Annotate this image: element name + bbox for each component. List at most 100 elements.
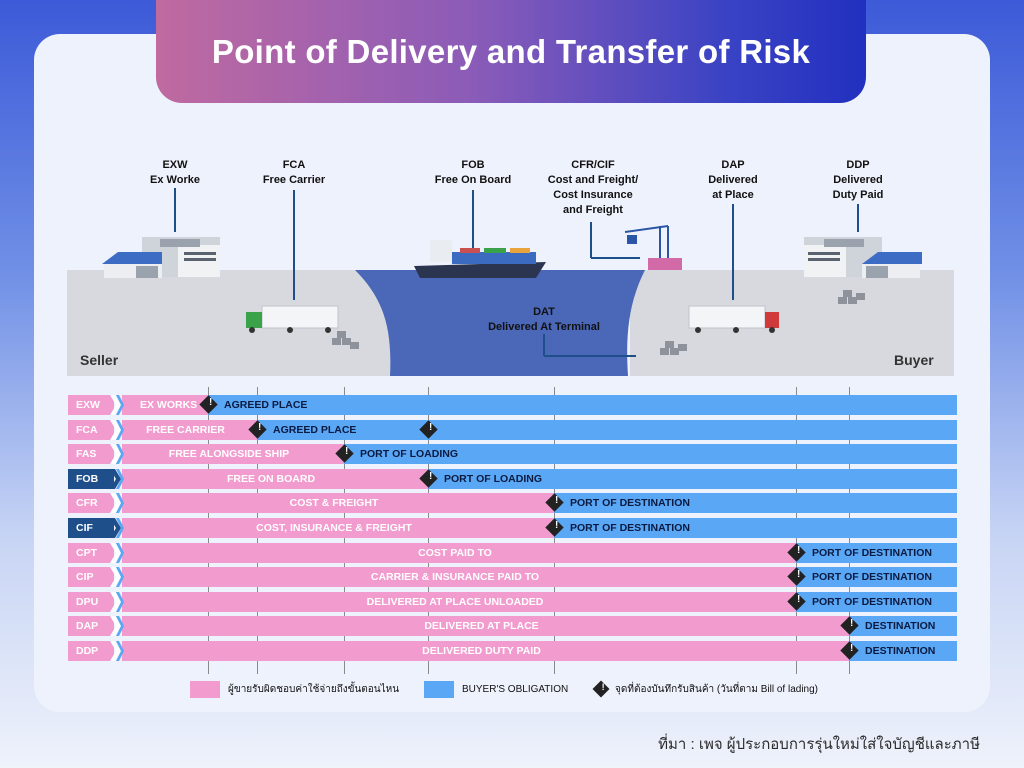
term-row-dap: DELIVERED AT PLACE DESTINATION DAP (68, 616, 957, 637)
chevron-right-icon (110, 591, 124, 612)
seller-label: Seller (80, 352, 119, 368)
page-title: Point of Delivery and Transfer of Risk (211, 32, 811, 70)
land-right (630, 270, 954, 376)
seller-obligation-bar (122, 493, 554, 514)
legend-buyer-label: BUYER'S OBLIGATION (462, 683, 569, 695)
term-row-cif: COST, INSURANCE & FREIGHT PORT OF DESTINA… (68, 518, 957, 538)
seller-obligation-bar (122, 395, 208, 415)
seller-truck-icon (246, 305, 339, 333)
buyer-obligation-label: PORT OF DESTINATION (812, 595, 932, 608)
buyer-obligation-bar (122, 419, 957, 440)
source-credit: ที่มา : เพจ ผู้ประกอบการรุ่นใหม่ใส่ใจบัญ… (658, 736, 980, 753)
seller-obligation-bar (122, 641, 849, 661)
chevron-right-icon (110, 419, 124, 440)
container-pile (648, 258, 682, 270)
legend-buyer-swatch (424, 680, 454, 698)
buyer-obligation-label: AGREED PLACE (273, 423, 357, 436)
buyer-label: Buyer (894, 352, 934, 368)
seller-obligation-label: CARRIER & INSURANCE PAID TO (370, 571, 540, 584)
seller-obligation-label: DELIVERED AT PLACE UNLOADED (366, 595, 544, 608)
buyer-obligation-label: PORT OF DESTINATION (570, 522, 690, 534)
seller-obligation-bar (122, 468, 428, 489)
buyer-warehouse-icon (804, 237, 922, 278)
buyer-obligation-label: PORT OF DESTINATION (570, 497, 690, 510)
term-row-ddp: DELIVERED DUTY PAID DESTINATION DDP (68, 641, 957, 661)
term-code: DAP (68, 616, 114, 637)
buyer-obligation-label: PORT OF LOADING (444, 472, 542, 485)
term-row-cpt: COST PAID TO PORT OF DESTINATION CPT (68, 542, 957, 563)
chevron-right-icon (110, 542, 124, 563)
seller-obligation-label: COST & FREIGHT (289, 497, 379, 510)
seller-obligation-bar (122, 567, 796, 588)
seller-obligation-label: FREE CARRIER (146, 423, 225, 436)
seller-obligation-label: COST PAID TO (418, 546, 492, 559)
term-row-exw: EX WORKS AGREED PLACE EXW (68, 395, 957, 415)
seller-obligation-label: COST, INSURANCE & FREIGHT (256, 522, 412, 534)
legend-buyer: BUYER'S OBLIGATION (424, 680, 568, 698)
term-row-cip: CARRIER & INSURANCE PAID TO PORT OF DESTI… (68, 567, 957, 588)
legend-risk-label: จุดที่ต้องบันทึกรับสินค้า (วันที่ตาม Bil… (615, 683, 819, 695)
chevron-right-icon (110, 641, 124, 661)
seller-obligation-bar (122, 444, 344, 465)
term-code: DDP (68, 641, 114, 661)
buyer-obligation-label: AGREED PLACE (224, 399, 308, 411)
cargo-ship-icon (414, 240, 546, 278)
seller-obligation-label: FREE ALONGSIDE SHIP (168, 448, 290, 461)
term-code: FAS (68, 444, 114, 465)
seller-obligation-bar (122, 616, 849, 637)
term-code: DPU (68, 591, 114, 612)
term-code: EXW (68, 395, 114, 415)
sea (355, 270, 645, 376)
seller-obligation-label: DELIVERED DUTY PAID (422, 645, 541, 657)
term-code: FCA (68, 419, 114, 440)
chevron-right-icon (110, 444, 124, 465)
port-crane-icon (624, 225, 669, 262)
legend-seller: ผู้ขายรับผิดชอบค่าใช้จ่ายถึงขั้นตอนไหน (190, 680, 399, 698)
term-code: CIP (68, 567, 114, 588)
term-code: CFR (68, 493, 114, 514)
seller-obligation-bar (122, 542, 796, 563)
seller-obligation-bar (122, 419, 257, 440)
legend-seller-label: ผู้ขายรับผิดชอบค่าใช้จ่ายถึงขั้นตอนไหน (228, 683, 400, 695)
title-banner: Point of Delivery and Transfer of Risk (156, 0, 866, 103)
chevron-right-icon (110, 493, 124, 514)
seller-obligation-label: DELIVERED AT PLACE (424, 620, 539, 633)
chevron-right-icon (110, 468, 124, 489)
term-row-dpu: DELIVERED AT PLACE UNLOADED PORT OF DESTI… (68, 591, 957, 612)
seller-obligation-label: EX WORKS (140, 399, 198, 411)
term-code: CPT (68, 542, 114, 563)
legend-risk: จุดที่ต้องบันทึกรับสินค้า (วันที่ตาม Bil… (592, 680, 818, 698)
chevron-right-icon (110, 518, 124, 538)
term-code: FOB (68, 468, 114, 489)
buyer-truck-icon (688, 305, 779, 333)
seller-obligation-bar (122, 518, 554, 538)
chevron-right-icon (110, 567, 124, 588)
legend-seller-swatch (190, 680, 220, 698)
buyer-obligation-label: DESTINATION (865, 645, 936, 657)
buyer-obligation-bar (122, 395, 957, 415)
seller-warehouse-icon (102, 237, 220, 278)
term-row-cfr: COST & FREIGHT PORT OF DESTINATION CFR (68, 493, 957, 514)
term-row-fca: FREE CARRIER AGREED PLACE FCA (68, 419, 957, 440)
term-row-fas: FREE ALONGSIDE SHIP PORT OF LOADING FAS (68, 444, 957, 465)
buyer-obligation-label: DESTINATION (865, 620, 936, 633)
leader-lines (174, 188, 859, 357)
term-code: CIF (68, 518, 114, 538)
buyer-obligation-label: PORT OF DESTINATION (812, 571, 932, 584)
term-row-fob: FREE ON BOARD PORT OF LOADING FOB (68, 468, 957, 489)
seller-obligation-label: FREE ON BOARD (226, 472, 316, 485)
seller-obligation-bar (122, 591, 796, 612)
chevron-right-icon (110, 395, 124, 415)
buyer-obligation-label: PORT OF DESTINATION (812, 546, 932, 559)
warning-diamond-icon (592, 680, 610, 698)
cargo-boxes-icon (332, 290, 865, 355)
buyer-obligation-label: PORT OF LOADING (360, 448, 458, 461)
